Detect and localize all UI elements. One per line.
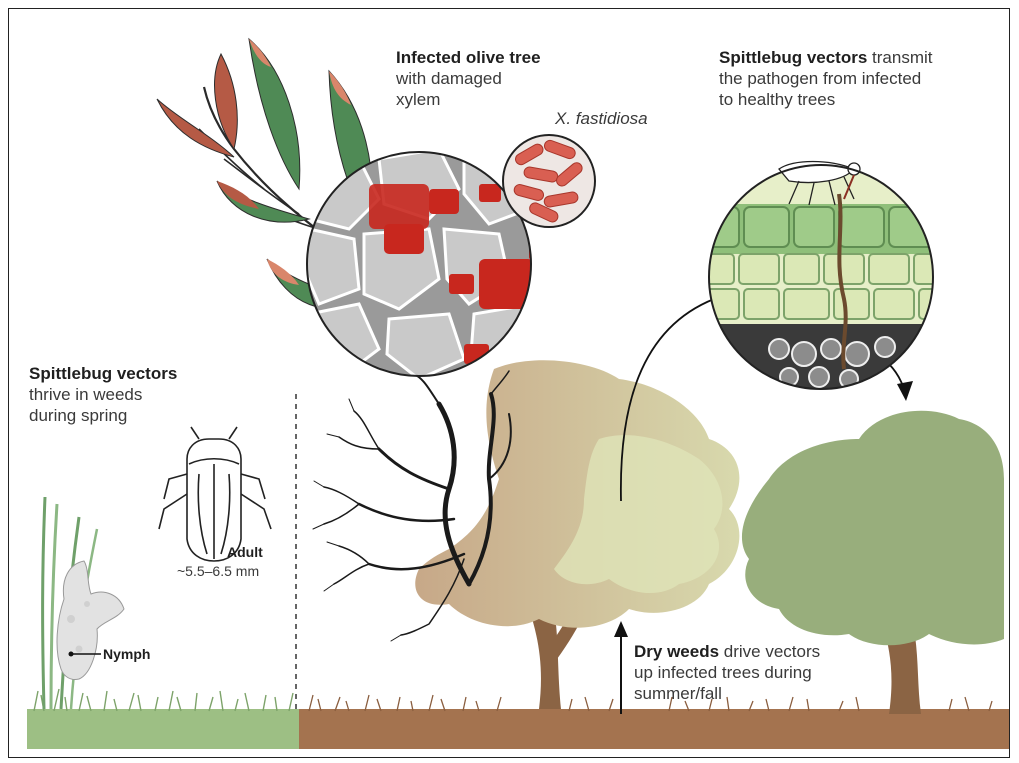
bacterium-label: X. fastidiosa <box>555 108 648 129</box>
nymph-label: Nymph <box>103 646 150 663</box>
dry-weeds-label: Dry weeds drive vectors up infected tree… <box>634 641 820 704</box>
dry-title: Dry weeds <box>634 642 719 661</box>
transmit-line2: to healthy trees <box>719 89 933 110</box>
weeds-line1: thrive in weeds <box>29 384 177 405</box>
diagram-frame: Infected olive tree with damaged xylem X… <box>8 8 1010 758</box>
olive-line1: with damaged <box>396 68 541 89</box>
dry-line2: summer/fall <box>634 683 820 704</box>
weeds-title: Spittlebug vectors <box>29 363 177 384</box>
ground <box>27 689 1009 749</box>
transmit-label: Spittlebug vectors transmit the pathogen… <box>719 47 933 110</box>
upward-arrow <box>614 621 628 714</box>
adult-label: Adult <box>227 544 263 561</box>
grass-ground <box>27 709 299 749</box>
transmit-title: Spittlebug vectors <box>719 48 867 67</box>
olive-label: Infected olive tree with damaged xylem <box>396 47 541 110</box>
dry-line1: up infected trees during <box>634 662 820 683</box>
weeds-line2: during spring <box>29 405 177 426</box>
tissue-cells <box>699 194 949 394</box>
bacterium-circle <box>503 135 595 227</box>
plant-tissue-circle <box>699 162 949 395</box>
weeds-label: Spittlebug vectors thrive in weeds durin… <box>29 363 177 426</box>
soil-ground <box>299 709 1009 749</box>
dry-tail: drive vectors <box>719 642 820 661</box>
olive-title: Infected olive tree <box>396 47 541 68</box>
size-label: ~5.5–6.5 mm <box>177 563 259 580</box>
adult-spittlebug <box>159 427 271 561</box>
transmit-tail: transmit <box>867 48 932 67</box>
olive-line2: xylem <box>396 89 541 110</box>
healthy-canopy <box>742 411 1004 645</box>
transmit-line1: the pathogen from infected <box>719 68 933 89</box>
